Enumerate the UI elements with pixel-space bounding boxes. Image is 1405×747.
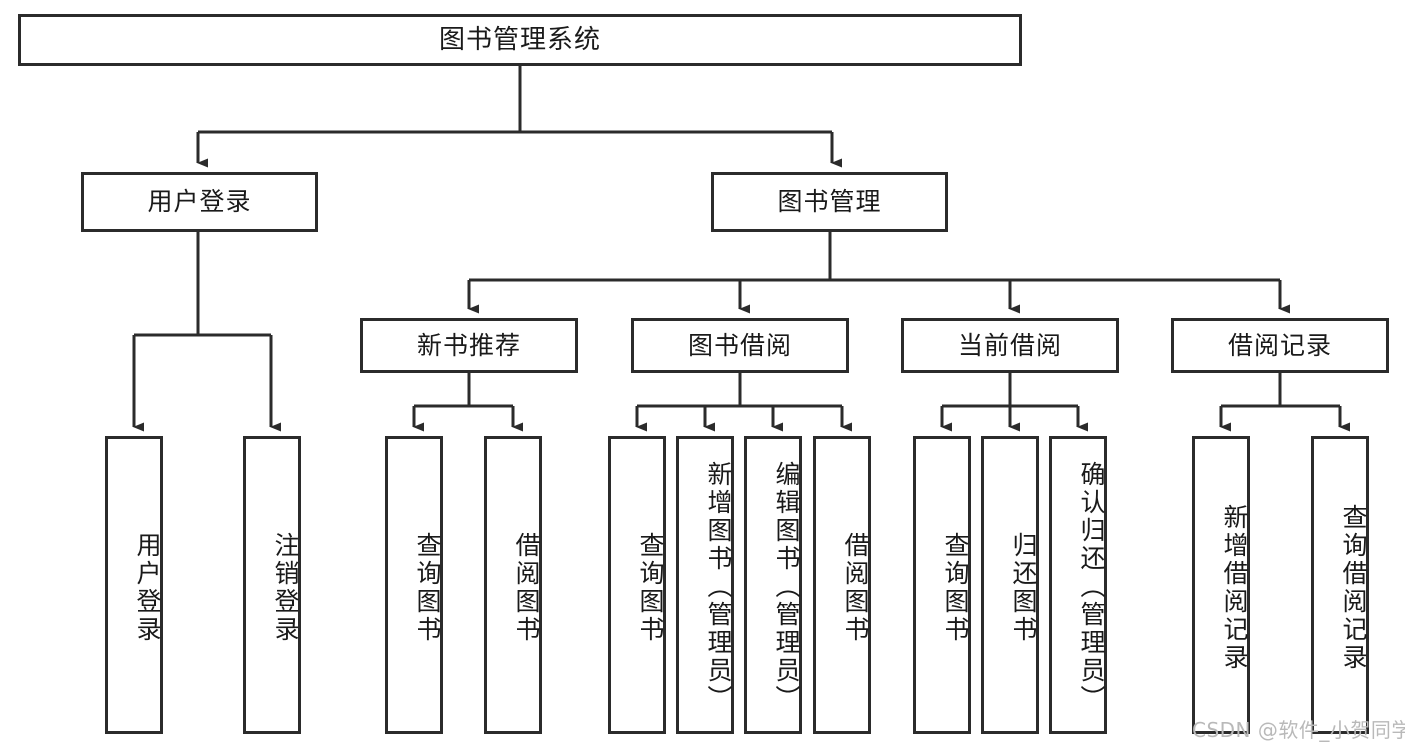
node-leaf-user-login[interactable]: 用户登录 <box>105 436 163 734</box>
node-leaf-return-book-label: 归还图书 <box>1009 532 1038 644</box>
node-leaf-return-book[interactable]: 归还图书 <box>981 436 1039 734</box>
csdn-watermark: CSDN @软件_小贺同学 <box>1192 718 1405 742</box>
node-root[interactable]: 图书管理系统 <box>18 14 1022 66</box>
node-root-label: 图书管理系统 <box>438 24 601 55</box>
node-leaf-query-book-1-label: 查询图书 <box>413 532 442 644</box>
node-leaf-add-book[interactable]: 新增图书（管理员） <box>676 436 734 734</box>
node-book-manage-label: 图书管理 <box>777 187 882 217</box>
node-book-manage[interactable]: 图书管理 <box>711 172 948 232</box>
node-leaf-query-book-1[interactable]: 查询图书 <box>385 436 443 734</box>
node-leaf-user-login-label: 用户登录 <box>133 532 162 644</box>
node-borrow-record-label: 借阅记录 <box>1227 330 1332 360</box>
node-leaf-borrow-book-2-label: 借阅图书 <box>841 532 870 644</box>
node-leaf-borrow-book-1[interactable]: 借阅图书 <box>484 436 542 734</box>
node-new-book-rec[interactable]: 新书推荐 <box>360 318 578 373</box>
node-current-borrow-label: 当前借阅 <box>957 330 1062 360</box>
node-borrow-record[interactable]: 借阅记录 <box>1171 318 1389 373</box>
node-leaf-query-book-3-label: 查询图书 <box>941 532 970 644</box>
node-leaf-logout[interactable]: 注销登录 <box>243 436 301 734</box>
node-leaf-add-book-label: 新增图书（管理员） <box>704 461 733 713</box>
node-book-borrow[interactable]: 图书借阅 <box>631 318 849 373</box>
node-leaf-query-book-2[interactable]: 查询图书 <box>608 436 666 734</box>
node-leaf-edit-book-label: 编辑图书（管理员） <box>772 461 801 713</box>
node-current-borrow[interactable]: 当前借阅 <box>901 318 1119 373</box>
node-leaf-confirm-return-label: 确认归还（管理员） <box>1077 461 1106 713</box>
node-book-borrow-label: 图书借阅 <box>687 330 792 360</box>
node-leaf-borrow-book-1-label: 借阅图书 <box>512 532 541 644</box>
node-leaf-query-book-2-label: 查询图书 <box>636 532 665 644</box>
node-user-login[interactable]: 用户登录 <box>81 172 318 232</box>
node-leaf-edit-book[interactable]: 编辑图书（管理员） <box>744 436 802 734</box>
node-leaf-add-record-label: 新增借阅记录 <box>1220 504 1249 672</box>
node-leaf-query-record-label: 查询借阅记录 <box>1339 504 1368 672</box>
node-leaf-query-book-3[interactable]: 查询图书 <box>913 436 971 734</box>
node-leaf-query-record[interactable]: 查询借阅记录 <box>1311 436 1369 734</box>
node-leaf-borrow-book-2[interactable]: 借阅图书 <box>813 436 871 734</box>
node-leaf-add-record[interactable]: 新增借阅记录 <box>1192 436 1250 734</box>
node-leaf-confirm-return[interactable]: 确认归还（管理员） <box>1049 436 1107 734</box>
node-user-login-label: 用户登录 <box>147 187 252 217</box>
node-new-book-rec-label: 新书推荐 <box>416 330 521 360</box>
node-leaf-logout-label: 注销登录 <box>271 532 300 644</box>
